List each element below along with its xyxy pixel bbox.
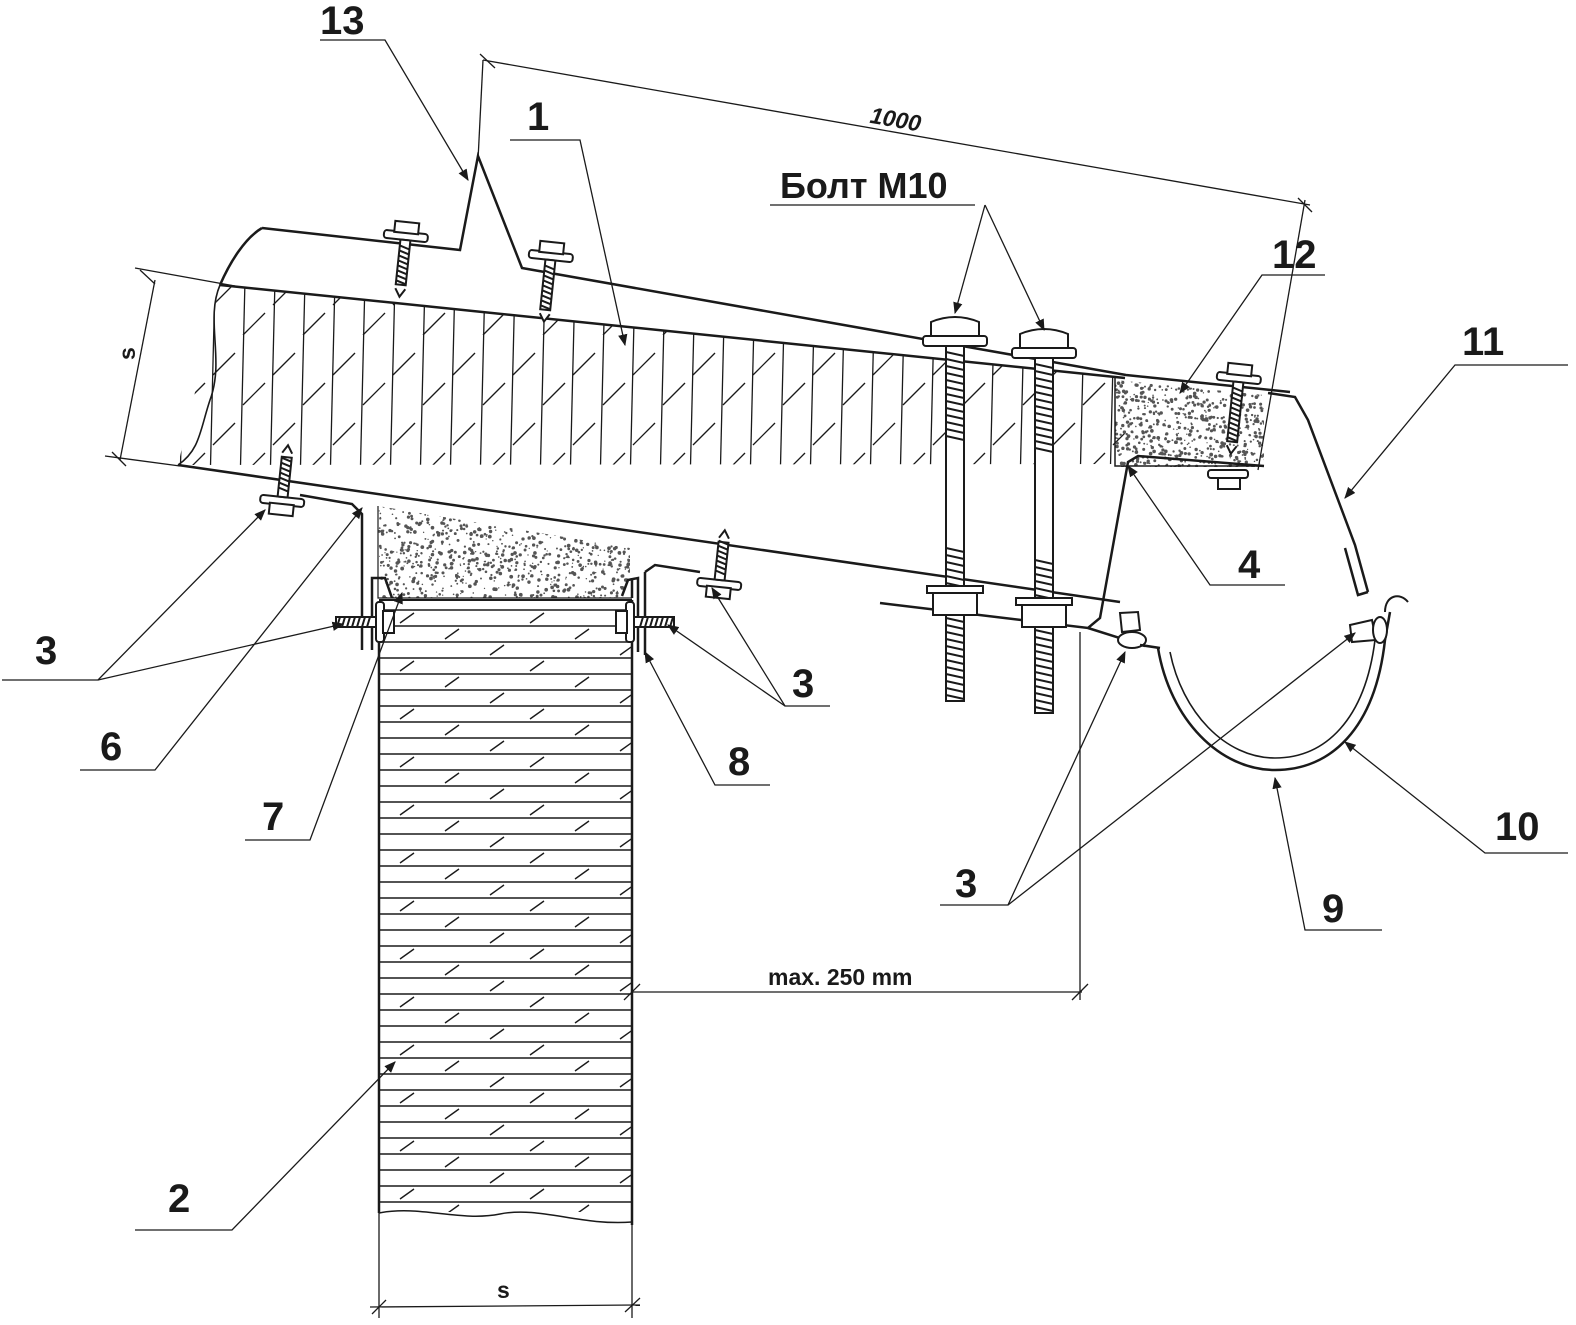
label-10: 10 [1495, 805, 1540, 849]
bolts-m10 [922, 316, 1077, 714]
label-9: 9 [1322, 887, 1344, 931]
label-7: 7 [262, 795, 284, 839]
label-1: 1 [527, 95, 549, 139]
bolt-m10 [922, 316, 988, 702]
gutter-bracket-back [1117, 610, 1147, 649]
fasteners [259, 219, 1262, 643]
label-dim-1000: 1000 [868, 102, 923, 137]
screw [382, 219, 429, 299]
foam-seal-lower [377, 506, 632, 599]
label-3-left: 3 [35, 629, 57, 673]
top-sheet [218, 151, 1291, 394]
gutter [1117, 595, 1409, 772]
dimension-s-wall [369, 1213, 641, 1318]
label-4: 4 [1238, 543, 1261, 587]
label-13: 13 [320, 0, 365, 43]
screw [259, 443, 306, 518]
bolt-m10 [1011, 328, 1077, 714]
label-dim-overhang: max. 250 mm [768, 964, 912, 990]
eave-flashing [879, 454, 1265, 648]
label-dim-s-wall: s [497, 1277, 510, 1303]
screw [615, 601, 675, 643]
label-bolt-m10: Болт М10 [780, 165, 948, 206]
screw [335, 601, 395, 643]
wall-block [377, 599, 634, 1225]
screw [1215, 361, 1262, 456]
gutter-bracket-hook [1348, 616, 1388, 644]
screw-nut [1207, 469, 1249, 490]
dimension-overhang [623, 632, 1089, 1001]
screw [527, 239, 574, 324]
label-6: 6 [100, 725, 122, 769]
wall-profile-right [620, 563, 701, 655]
dimension-s-roof [104, 267, 236, 467]
label-dim-s-roof: s [114, 347, 140, 360]
label-3-right: 3 [955, 862, 977, 906]
leader-lines [2, 39, 1568, 1231]
label-8: 8 [728, 740, 750, 784]
screw [696, 528, 743, 601]
label-11: 11 [1462, 320, 1504, 364]
label-2: 2 [168, 1177, 190, 1221]
label-12: 12 [1272, 233, 1317, 277]
label-3-middle: 3 [792, 662, 814, 706]
dimension-1000 [477, 53, 1313, 471]
callout-labels: 13 1 Болт М10 1000 12 11 s 4 3 3 6 8 7 1… [35, 0, 1540, 1303]
drip-flashing [1267, 391, 1370, 597]
